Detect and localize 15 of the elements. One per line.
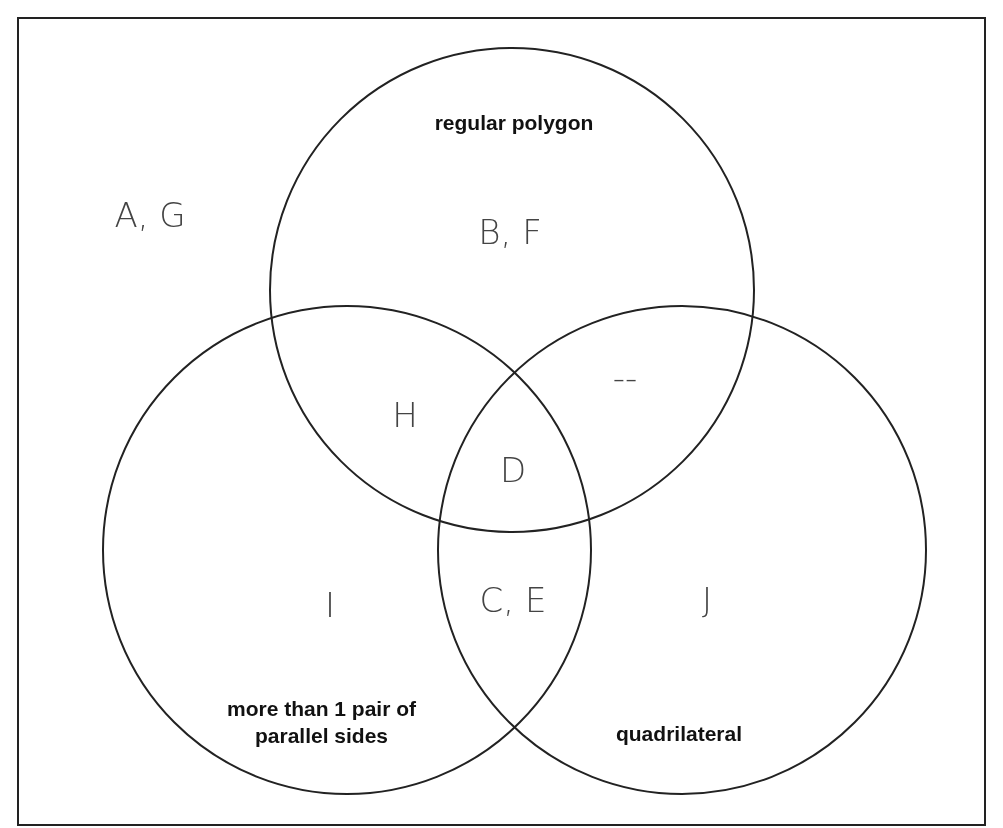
region-label: I [325, 585, 335, 625]
set-circle [269, 47, 755, 533]
set-label: more than 1 pair of parallel sides [226, 696, 417, 750]
region-label: B, F [478, 212, 542, 252]
set-label: regular polygon [433, 110, 595, 136]
region-label: H [392, 395, 418, 435]
region-label: D [499, 450, 527, 490]
region-label: -- [612, 358, 638, 398]
set-label: quadrilateral [614, 721, 743, 747]
region-label: C, E [479, 580, 547, 620]
region-label: A, G [114, 195, 186, 235]
universal-set-frame [17, 17, 986, 826]
region-label: J [702, 580, 712, 620]
set-circle [102, 305, 592, 795]
set-circle [437, 305, 927, 795]
